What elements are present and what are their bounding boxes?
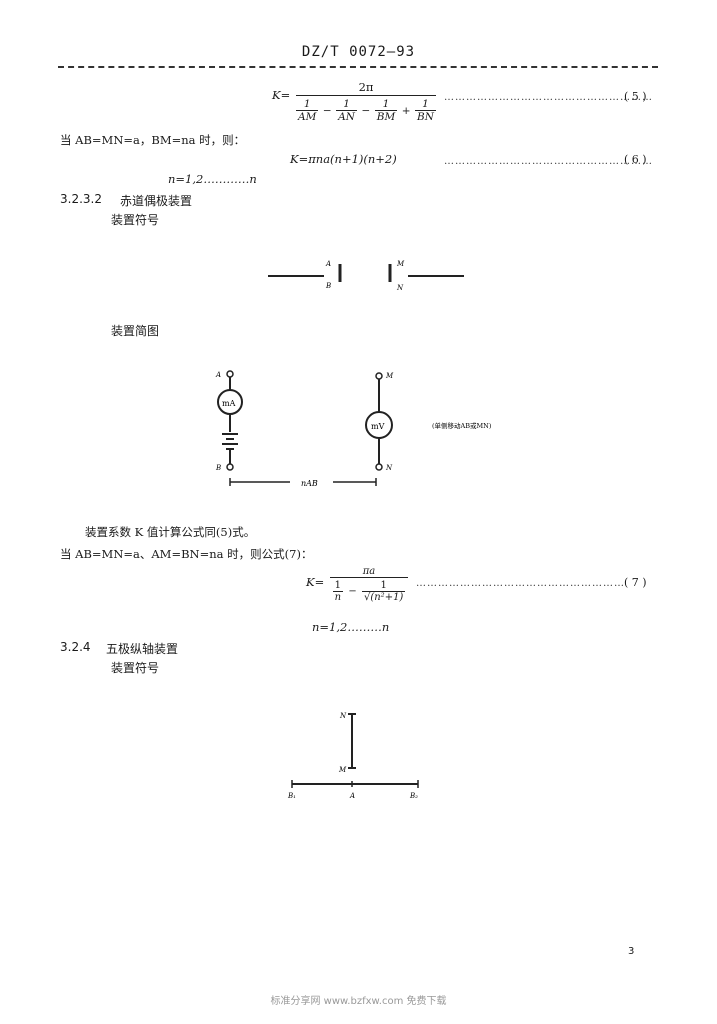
document-code: DZ/T 0072—93 xyxy=(301,44,416,60)
eq7-d2-num: 1 xyxy=(361,580,406,592)
electrode-n-terminal xyxy=(375,463,383,471)
eq5-term-am: AM xyxy=(298,111,317,123)
coefficient-statement: 装置系数 K 值计算公式同(5)式。 xyxy=(85,525,256,539)
milliammeter-label: mA xyxy=(222,399,236,408)
eq6-formula: K=πna(n+1)(n+2) xyxy=(290,152,397,166)
equatorial-dipole-symbol: A B M N xyxy=(268,260,464,292)
eq5-dots: ………………………………………………… xyxy=(444,92,653,103)
condition-line-1: 当 AB=MN=a，BM=na 时，则： xyxy=(60,133,246,147)
five-pole-axial-symbol: N M B₁ A B₂ xyxy=(287,712,419,800)
header-rule xyxy=(58,66,658,68)
diagram-label-a: A xyxy=(215,371,221,379)
symbol1-label-m: M xyxy=(396,260,405,268)
eq7-lhs: K= xyxy=(306,575,325,589)
symbol1-label-b: B xyxy=(325,282,331,290)
condition-line-2: 当 AB=MN=a、AM=BN=na 时，则公式(7)： xyxy=(60,547,313,561)
eq5-lhs: K= xyxy=(272,88,291,102)
page-number: 3 xyxy=(628,946,635,957)
dimension-label: nAB xyxy=(301,479,318,488)
eq7-d1-num: 1 xyxy=(332,580,344,592)
section-number-3232: 3.2.3.2 xyxy=(60,192,102,206)
symbol2-label-n: N xyxy=(339,712,347,720)
eq7-d1-den: n xyxy=(334,592,342,603)
label-device-symbol-1: 装置符号 xyxy=(111,213,160,227)
symbol2-label-a: A xyxy=(349,792,355,800)
label-device-diagram: 装置简图 xyxy=(111,324,160,338)
n-range-2: n=1,2………n xyxy=(312,620,390,634)
n-range-1: n=1,2…………n xyxy=(168,172,257,186)
diagram-note: (单侧移动AB或MN) xyxy=(432,421,492,430)
symbol2-label-b2: B₂ xyxy=(409,792,418,800)
section-title-324: 五极纵轴装置 xyxy=(106,642,179,656)
electrode-m-terminal xyxy=(375,372,383,380)
diagram-label-b: B xyxy=(215,464,221,472)
symbol1-label-a: A xyxy=(325,260,331,268)
eq5-one-3: 1 xyxy=(374,98,398,111)
eq5-one-1: 1 xyxy=(296,98,319,111)
eq6-dots: ………………………………………………… xyxy=(444,156,653,167)
electrode-b-terminal xyxy=(226,463,234,471)
electrode-a-terminal xyxy=(226,370,234,378)
section-title-3232: 赤道偶极装置 xyxy=(120,194,193,208)
eq7-dots: ………………………………………………… xyxy=(416,578,625,589)
eq7-minus: − xyxy=(348,586,357,597)
label-device-symbol-2: 装置符号 xyxy=(111,661,160,675)
eq5-term-bm: BM xyxy=(376,111,396,123)
eq5-term-an: AN xyxy=(338,111,355,123)
symbol2-label-m: M xyxy=(338,766,347,774)
eq5-numerator: 2π xyxy=(296,80,436,96)
equatorial-dipole-diagram: mA A B mV M N (单侧移动AB或MN) nAB xyxy=(215,370,492,488)
eq6-number: ( 6 ) xyxy=(624,153,647,166)
symbol1-label-n: N xyxy=(396,284,404,292)
footer-watermark: 标准分享网 www.bzfxw.com 免费下载 xyxy=(270,996,447,1007)
eq5-number: ( 5 ) xyxy=(624,90,647,103)
eq5-one-2: 1 xyxy=(336,98,357,111)
eq7-number: ( 7 ) xyxy=(624,576,647,589)
eq5-term-bn: BN xyxy=(417,111,434,123)
eq5-one-4: 1 xyxy=(415,98,436,111)
diagram-label-n: N xyxy=(385,464,393,472)
eq7-d2-den: √(n²+1) xyxy=(363,592,404,603)
eq7-numerator: πa xyxy=(330,566,408,578)
millivoltmeter-label: mV xyxy=(371,422,385,431)
diagram-label-m: M xyxy=(385,372,394,380)
section-number-324: 3.2.4 xyxy=(60,640,91,654)
symbol2-label-b1: B₁ xyxy=(287,792,296,800)
